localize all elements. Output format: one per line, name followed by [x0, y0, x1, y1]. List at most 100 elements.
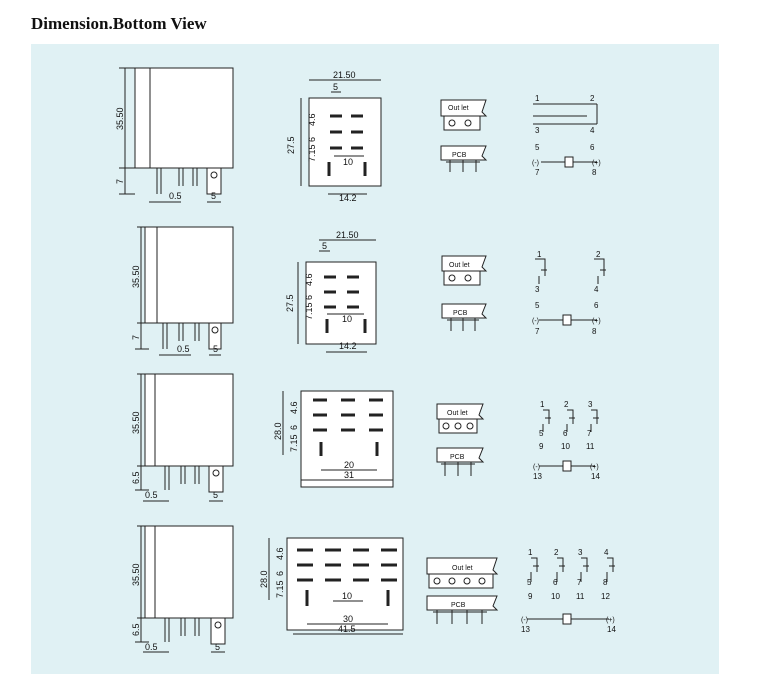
dim-pin-width: 0.5: [145, 642, 158, 652]
pcb-icon: PCB: [440, 145, 488, 172]
pin-4: 4: [590, 126, 595, 135]
dim-pin-pitch: 5: [213, 490, 218, 500]
dim-pin-pitch: 5: [322, 241, 327, 251]
pin-13: 13: [533, 472, 542, 481]
pin-4: 4: [594, 285, 599, 294]
dim-height: 28.0: [273, 422, 283, 440]
bottom-view-2: 21.50 5 27.5 4.6 6 7.15 10 14.2: [285, 230, 377, 353]
dim-base: 31: [344, 470, 354, 480]
pin-m3: 7: [577, 578, 582, 587]
row-3: 35.50 6.5 0.5 5 28.0 4.6 6 7.15: [131, 373, 600, 502]
pin-2: 2: [596, 250, 601, 259]
pin-7: 7: [535, 327, 540, 336]
pin-m1: 5: [539, 429, 544, 438]
dim-row2: 6: [275, 571, 285, 576]
coil: [562, 460, 572, 472]
pin-t2: 2: [554, 548, 559, 557]
bottom-view-3: 28.0 4.6 6 7.15 20 31: [273, 390, 394, 488]
outlet-label: Out let: [452, 565, 473, 572]
pin-8: 8: [592, 327, 597, 336]
schematic-4: 1 2 3 4 5 6 7 8 9 10 11 12 (-) (+) 13 14: [521, 548, 616, 634]
pin-6: 6: [594, 301, 599, 310]
dim-pin-width: 0.5: [145, 490, 158, 500]
page-title: Dimension.Bottom View: [31, 14, 207, 33]
side-view-4: 35.50 6.5 0.5 5: [131, 525, 234, 653]
pin-t3: 3: [588, 400, 593, 409]
pcb-label: PCB: [453, 310, 468, 317]
schematic-1: 1 2 3 4 5 6 (-) (+) 7 8: [532, 94, 601, 177]
relay-body: [144, 373, 234, 467]
pin-14: 14: [591, 472, 600, 481]
outlet-label: Out let: [449, 262, 470, 269]
dimension-diagram: 35.50 7 0.5 5 21.50 5 27.5 4.6 6 7.15: [115, 67, 616, 653]
dim-span: 10: [342, 314, 352, 324]
row-4: 35.50 6.5 0.5 5 28.0 4.6 6 7.15: [131, 525, 616, 653]
pin-6: 6: [590, 143, 595, 152]
pin-m4: 8: [603, 578, 608, 587]
dim-span: 10: [343, 157, 353, 167]
dim-pin-pitch: 5: [211, 191, 216, 201]
dim-pin-pitch: 5: [333, 82, 338, 92]
outlet-label: Out let: [447, 410, 468, 417]
bottom-outline: [286, 537, 404, 631]
dim-width: 21.50: [333, 70, 356, 80]
pin-m2: 6: [553, 578, 558, 587]
pin-m1: 5: [527, 578, 532, 587]
dim-pin-width: 0.5: [169, 191, 182, 201]
outlet-icon: Out let: [426, 557, 499, 589]
coil-minus: (-): [533, 464, 540, 471]
outlet-label: Out let: [448, 105, 469, 112]
coil-plus: (+): [590, 464, 599, 471]
pin-8: 8: [592, 168, 597, 177]
pin-t3: 3: [578, 548, 583, 557]
pin-13: 13: [521, 625, 530, 634]
dim-base: 14.2: [339, 193, 357, 203]
coil-plus: (+): [606, 617, 615, 624]
relay-body: [134, 67, 234, 169]
pin-t1: 1: [528, 548, 533, 557]
bottom-outline: [308, 97, 382, 187]
dim-row2: 6: [289, 425, 299, 430]
dim-pin-length: 7: [115, 179, 125, 184]
relay-body: [144, 525, 234, 619]
row-2: 35.50 7 0.5 5 21.50 5 27.5 4.6 6 7.15: [131, 226, 606, 356]
dim-row3: 7.15: [304, 302, 314, 320]
pcb-label: PCB: [451, 602, 466, 609]
dim-pin-length: 6.5: [131, 471, 141, 484]
pin-5: 5: [535, 143, 540, 152]
dim-row1: 4.6: [304, 273, 314, 286]
pin-t1: 1: [540, 400, 545, 409]
pin-b4: 12: [601, 592, 610, 601]
pin-2: 2: [590, 94, 595, 103]
dim-base: 41.5: [338, 624, 356, 634]
relay-body: [144, 226, 234, 324]
dim-height: 28.0: [259, 570, 269, 588]
dim-span: 10: [342, 591, 352, 601]
pin-3: 3: [535, 126, 540, 135]
outlet-icon: Out let: [441, 255, 488, 286]
pin-t4: 4: [604, 548, 609, 557]
dim-height: 35.50: [131, 265, 141, 288]
dim-row3: 7.15: [289, 434, 299, 452]
dim-base: 14.2: [339, 341, 357, 351]
dim-height: 27.5: [286, 136, 296, 154]
pcb-icon: PCB: [426, 595, 499, 624]
bottom-view-4: 28.0 4.6 6 7.15 10 30 41.5: [259, 537, 404, 635]
pin-14: 14: [607, 625, 616, 634]
dim-row1: 4.6: [289, 401, 299, 414]
bottom-view-1: 21.50 5 27.5 4.6 6 7.15 10 14.2: [286, 70, 382, 203]
dim-pin-length: 6.5: [131, 623, 141, 636]
dim-row3: 7.15: [307, 144, 317, 162]
pin-b3: 11: [586, 442, 595, 451]
pin-b2: 10: [551, 592, 560, 601]
pcb-icon: PCB: [436, 447, 485, 476]
dim-span: 20: [344, 460, 354, 470]
coil: [562, 314, 572, 326]
coil: [564, 156, 574, 168]
dim-row1: 4.6: [307, 113, 317, 126]
dim-width: 21.50: [336, 230, 359, 240]
pin-3: 3: [535, 285, 540, 294]
coil-plus: (+): [592, 160, 601, 167]
pin-1: 1: [535, 94, 540, 103]
dim-height: 35.50: [131, 563, 141, 586]
